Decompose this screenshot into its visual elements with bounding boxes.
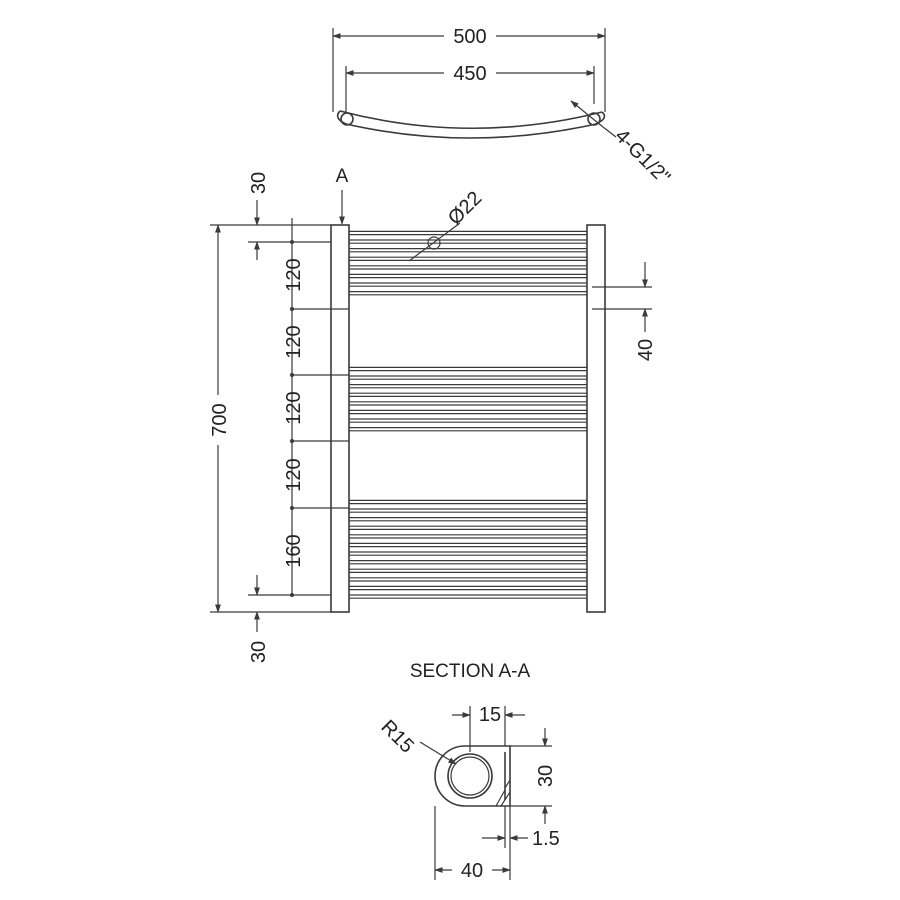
overall-height-label: 700 xyxy=(209,403,231,436)
overall-width-label: 500 xyxy=(453,26,486,48)
connection-thread-label: 4-G1/2" xyxy=(610,125,674,189)
spacing-label-4: 120 xyxy=(283,458,305,491)
section-width-label: 40 xyxy=(461,860,483,882)
front-view: A Ø22 700 30 30 120 120 120 120 160 xyxy=(209,166,657,663)
section-offset-label: 15 xyxy=(479,704,501,726)
top-margin-label: 30 xyxy=(248,172,270,194)
spacing-label-2: 120 xyxy=(283,325,305,358)
spacing-labels: 120 120 120 120 160 xyxy=(283,258,305,567)
right-connection xyxy=(587,112,601,126)
centres-width-label: 450 xyxy=(453,63,486,85)
left-connection xyxy=(340,112,354,126)
spacing-tick-dot xyxy=(290,593,294,597)
section-marker-label: A xyxy=(336,166,349,187)
top-view: 500 450 4-G1/2" xyxy=(332,26,674,189)
curved-rail-outer xyxy=(339,110,603,130)
spacing-tick-dot xyxy=(290,506,294,510)
section-tube xyxy=(447,753,493,799)
spacing-tick-dot xyxy=(290,439,294,443)
spacing-label-1: 120 xyxy=(283,258,305,291)
section-hatch xyxy=(495,779,511,807)
left-side-rail xyxy=(330,224,350,613)
spacing-tick-dot xyxy=(290,307,294,311)
section-height-label: 30 xyxy=(535,765,557,787)
bar-spacing-chain xyxy=(290,218,349,597)
curved-rail-inner xyxy=(345,123,597,139)
section-thickness-label: 1.5 xyxy=(532,828,560,850)
section-radius-label: R15 xyxy=(376,716,418,758)
right-side-rail xyxy=(586,224,606,613)
section-title: SECTION A-A xyxy=(410,661,531,682)
connection-offset-label: 40 xyxy=(635,339,657,361)
section-profile xyxy=(434,745,511,807)
tube-diameter-label: Ø22 xyxy=(444,187,486,229)
spacing-tick-dot xyxy=(290,240,294,244)
spacing-label-5: 160 xyxy=(283,534,305,567)
spacing-tick-dot xyxy=(290,373,294,377)
bottom-margin-label: 30 xyxy=(248,641,270,663)
section-view: SECTION A-A R15 15 30 1.5 xyxy=(376,661,559,882)
horizontal-bars xyxy=(349,230,587,599)
spacing-label-3: 120 xyxy=(283,391,305,424)
